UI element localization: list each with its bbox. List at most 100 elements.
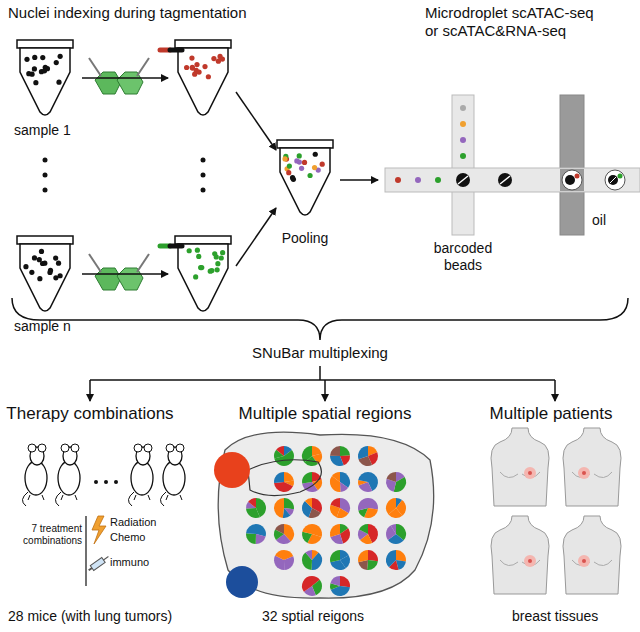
label: Nuclei indexing during tagmentation xyxy=(8,4,368,22)
pie-slice xyxy=(358,446,368,459)
pie-slice xyxy=(396,550,406,561)
pie-slice xyxy=(331,498,340,508)
tumor-core xyxy=(528,559,532,563)
pie-slice xyxy=(340,576,350,587)
pie-slice xyxy=(274,472,284,483)
nucleus-dot xyxy=(211,56,216,61)
nucleus-dot xyxy=(32,55,37,60)
nucleus-dot xyxy=(56,261,61,266)
nucleus-dot xyxy=(39,249,44,254)
pie-slice xyxy=(387,472,396,482)
nucleus-dot xyxy=(196,254,201,259)
label: Pooling xyxy=(265,230,345,247)
tumor-core xyxy=(528,471,532,475)
nucleus-dot xyxy=(193,274,198,279)
pie-slice xyxy=(283,508,291,518)
nucleus-dot xyxy=(208,269,213,274)
label: oil xyxy=(592,212,632,229)
pie-slice xyxy=(340,446,350,456)
label: Multiple spatial regions xyxy=(215,404,435,424)
pie-slice xyxy=(274,482,293,492)
nucleus-dot xyxy=(307,173,312,178)
nucleus-dot xyxy=(195,248,200,253)
pie-slice xyxy=(302,472,312,484)
nucleus-dot xyxy=(40,55,45,60)
pie-slice xyxy=(312,552,322,570)
pie-slice xyxy=(332,472,340,482)
nucleus-dot xyxy=(54,60,59,65)
pie-slice xyxy=(358,498,368,510)
pie-slice xyxy=(391,524,396,534)
nucleus-dot xyxy=(290,175,295,180)
label: Therapy combinations xyxy=(0,404,180,424)
nucleus-dot xyxy=(37,257,42,262)
nucleus-dot xyxy=(189,55,194,60)
nucleus-dot xyxy=(29,72,34,77)
nucleus-dot xyxy=(56,80,61,85)
pie-slice xyxy=(246,508,260,518)
nucleus-dot xyxy=(33,80,38,85)
pie-slice xyxy=(284,556,294,570)
nucleus-dot xyxy=(217,54,222,59)
label: Radiation xyxy=(110,516,190,529)
nucleus-dot xyxy=(29,270,34,275)
tumor xyxy=(524,467,536,479)
tumor xyxy=(578,467,590,479)
nucleus-dot xyxy=(297,153,302,158)
tumor xyxy=(524,555,536,567)
nucleus-dot xyxy=(194,62,199,67)
pie-slice xyxy=(330,456,344,466)
tumor-core xyxy=(582,559,586,563)
pie-slice xyxy=(330,446,340,456)
pie-slice xyxy=(330,576,340,586)
label: 28 mice (with lung tumors) xyxy=(8,608,228,625)
nucleus-dot xyxy=(299,166,304,171)
label: 32 sptial reigons xyxy=(262,608,422,625)
pie-slice xyxy=(358,472,368,482)
nucleus-dot xyxy=(206,74,211,79)
pie-slice xyxy=(305,498,312,508)
pie-slice xyxy=(368,498,378,510)
pie-slice xyxy=(368,550,378,561)
label: Chemo xyxy=(110,531,190,544)
nucleus-dot xyxy=(184,65,189,70)
nucleus-dot xyxy=(196,69,201,74)
pie-slice xyxy=(246,533,256,544)
nucleus-dot xyxy=(24,57,29,62)
nucleus-dot xyxy=(32,66,37,71)
nucleus-dot xyxy=(215,261,220,266)
nucleus-dot xyxy=(37,276,42,281)
pie-slice xyxy=(248,498,256,508)
pie-slice xyxy=(284,472,294,482)
nucleus-dot xyxy=(199,265,204,270)
nucleus-dot xyxy=(286,170,291,175)
nucleus-dot xyxy=(282,156,287,161)
nucleus-dot xyxy=(215,267,220,272)
pie-slice xyxy=(274,450,294,466)
nucleus-dot xyxy=(190,66,195,71)
tumor-core xyxy=(582,471,586,475)
nucleus-dot xyxy=(216,59,221,64)
pie-slice xyxy=(330,524,340,537)
pie-slice xyxy=(386,550,396,567)
pie-slice xyxy=(256,534,266,544)
nucleus-dot xyxy=(320,162,325,167)
pie-slice xyxy=(246,524,256,534)
nucleus-dot xyxy=(53,256,58,261)
pie-slice xyxy=(302,524,312,534)
nucleus-dot xyxy=(187,248,192,253)
pie-slice xyxy=(386,498,396,515)
label: Multiple patients xyxy=(466,404,636,424)
label: immuno xyxy=(110,556,190,569)
nucleus-dot xyxy=(190,65,195,70)
pie-slice xyxy=(275,550,284,560)
nucleus-dot xyxy=(58,54,63,59)
nucleus-dot xyxy=(297,159,302,164)
pie-slice xyxy=(274,498,284,518)
pie-slice xyxy=(275,524,284,534)
nucleus-dot xyxy=(302,160,307,165)
nucleus-dot xyxy=(42,68,47,73)
label: breast tissues xyxy=(512,608,634,625)
label: barcoded beads xyxy=(418,240,508,274)
